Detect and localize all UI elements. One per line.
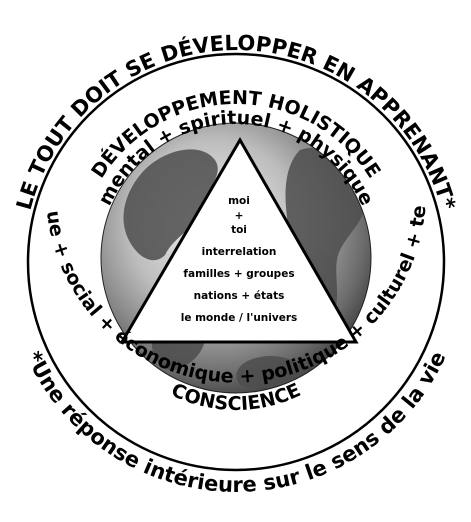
triangle-line-toi: toi [231,224,247,236]
triangle-line-plus: + [235,210,244,222]
triangle-line-nations: nations + états [194,290,285,302]
triangle-line-moi: moi [228,195,250,207]
triangle-line-familles: familles + groupes [183,268,294,280]
triangle-text: moi + toi interrelation familles + group… [181,195,298,324]
central-triangle [119,137,359,344]
triangle-line-interrelation: interrelation [202,246,277,258]
triangle-line-monde: le monde / l'univers [181,312,298,324]
outer-ring [26,52,446,472]
